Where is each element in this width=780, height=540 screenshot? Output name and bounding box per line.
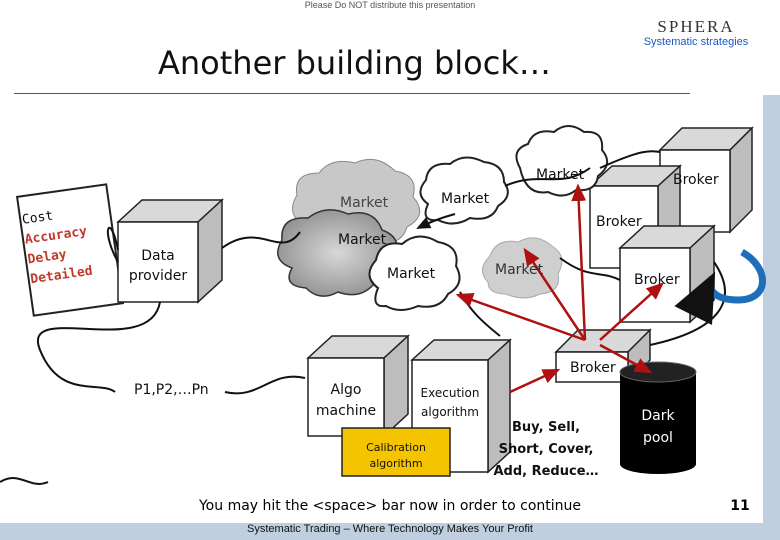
distribution-notice: Please Do NOT distribute this presentati… bbox=[304, 0, 476, 10]
broker-label-4: Broker bbox=[570, 360, 616, 376]
note-card bbox=[15, 183, 125, 317]
prices-label: P1,P2,…Pn bbox=[134, 382, 209, 398]
market-cloud-3 bbox=[419, 156, 509, 225]
connector-provider-prices bbox=[36, 301, 161, 393]
connector-card-provider bbox=[106, 226, 119, 263]
bottom-tagline: Systematic Trading – Where Technology Ma… bbox=[247, 523, 533, 535]
market-label-2: Market bbox=[340, 195, 389, 211]
execution-label: Execution algorithm bbox=[420, 386, 480, 419]
broker-cube-1 bbox=[658, 126, 754, 234]
red-arrow-market6 bbox=[523, 247, 587, 341]
red-arrow-market5 bbox=[455, 292, 586, 342]
connector-market-arrow bbox=[416, 213, 456, 229]
connector-provider-market bbox=[221, 231, 301, 249]
broker-label-1: Broker bbox=[673, 172, 719, 188]
page-title: Another building block… bbox=[158, 44, 551, 82]
brand-name: SPHERA bbox=[657, 17, 735, 36]
market-cloud-5 bbox=[368, 235, 461, 311]
market-label-5: Market bbox=[387, 266, 436, 282]
connector-prices-algo bbox=[224, 375, 306, 395]
brand-logo: SPHERA Systematic strategies bbox=[628, 18, 764, 49]
continue-hint: You may hit the <space> bar now in order… bbox=[198, 498, 582, 514]
market-label-1: Market bbox=[536, 167, 585, 183]
connector-broker1 bbox=[599, 150, 661, 169]
calibration-label: Calibration algorithm bbox=[366, 441, 426, 470]
red-arrow-broker3 bbox=[599, 282, 664, 341]
red-arrow-darkpool bbox=[599, 343, 653, 374]
broker-label-2: Broker bbox=[596, 214, 642, 230]
order-types-label: Buy, Sell, Short, Cover, Add, Reduce… bbox=[493, 420, 599, 479]
broker-cube-4 bbox=[554, 328, 652, 384]
side-band bbox=[763, 95, 780, 523]
data-provider-cube bbox=[116, 198, 224, 304]
bottom-bar bbox=[0, 523, 780, 540]
red-arrow-exec bbox=[509, 368, 561, 394]
algo-machine-label: Algo machine bbox=[315, 382, 377, 419]
connector-broker-right bbox=[649, 261, 726, 346]
note-card-text: Cost Accuracy Delay Detailed bbox=[21, 197, 131, 290]
market-label-3: Market bbox=[441, 191, 490, 207]
dark-pool-label: Dark pool bbox=[641, 408, 675, 446]
market-cloud-4 bbox=[277, 209, 398, 297]
page-number: 11 bbox=[730, 498, 750, 514]
brand-tagline: Systematic strategies bbox=[643, 36, 749, 48]
market-label-4: Market bbox=[338, 232, 387, 248]
algo-machine-cube bbox=[306, 334, 410, 438]
connector-broker3 bbox=[559, 257, 621, 281]
connector-bottom-left bbox=[0, 477, 49, 485]
market-cloud-1 bbox=[515, 125, 609, 197]
red-arrow-market1 bbox=[571, 183, 587, 341]
title-rule bbox=[14, 93, 690, 94]
broker-label-3: Broker bbox=[634, 272, 680, 288]
calibration-box bbox=[341, 427, 451, 477]
data-provider-label: Data provider bbox=[128, 248, 188, 284]
connector-market-top bbox=[504, 167, 591, 187]
market-label-6: Market bbox=[495, 262, 544, 278]
blue-loop-arrow bbox=[674, 248, 766, 325]
